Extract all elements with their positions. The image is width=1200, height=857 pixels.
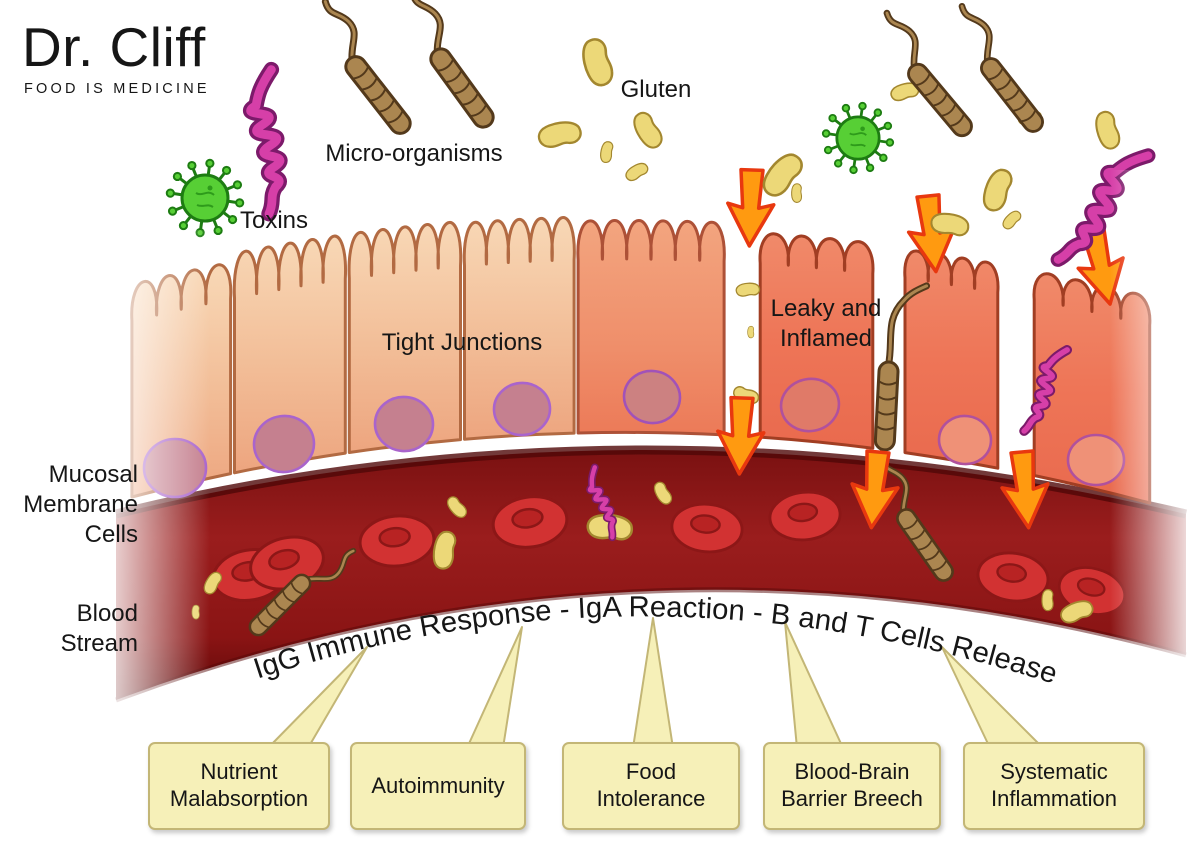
gluten-particle <box>535 118 584 151</box>
outcome-box-food-intolerance: Food Intolerance <box>562 742 740 830</box>
outcome-box-blood-brain-barrier: Blood-Brain Barrier Breech <box>763 742 941 830</box>
toxins-label: Toxins <box>240 207 308 234</box>
blood-stream-label-line2: Stream <box>61 630 138 657</box>
callout-pointer <box>632 617 674 749</box>
outcome-box-systematic-inflammation: Systematic Inflammation <box>963 742 1145 830</box>
leaky-gap-contents <box>730 281 1068 452</box>
toxin-spiral <box>233 70 307 214</box>
outcome-label: Nutrient Malabsorption <box>169 759 309 811</box>
mucosal-label-line1: Mucosal <box>49 461 138 488</box>
micro-organisms-label: Micro-organisms <box>325 140 502 167</box>
outcome-label: Food Intolerance <box>596 759 706 811</box>
gluten-particle <box>598 140 615 164</box>
gluten-particle <box>999 207 1024 232</box>
mucosal-cell <box>462 216 576 441</box>
gluten-particle <box>1041 589 1054 612</box>
leaky-inflamed-label-line2: Inflamed <box>780 325 872 352</box>
gluten-particle <box>735 281 761 298</box>
mucosal-label-line3: Cells <box>85 521 138 548</box>
cell-nucleus <box>622 369 682 425</box>
outcome-label: Autoimmunity <box>371 772 505 798</box>
gluten-particle <box>577 35 617 90</box>
cell-nucleus <box>492 381 552 437</box>
cell-nucleus <box>373 395 435 453</box>
gluten-particle <box>791 183 803 203</box>
micro-organism <box>868 9 984 139</box>
micro-organism <box>392 0 507 131</box>
logo-tagline: FOOD IS MEDICINE <box>24 81 210 97</box>
mucosal-cell <box>347 221 463 454</box>
virus-toxin <box>165 158 245 238</box>
gluten-particle <box>978 165 1016 215</box>
gluten-particle <box>747 325 755 339</box>
gluten-particle <box>622 159 651 184</box>
mucosal-label-line2: Membrane <box>23 491 138 518</box>
gluten-label: Gluten <box>621 76 692 103</box>
cell-nucleus <box>937 414 993 466</box>
left-edge-fade <box>90 230 210 740</box>
blood-stream-label-line1: Blood <box>77 600 138 627</box>
mucosal-cell <box>232 234 347 475</box>
gluten-particle <box>628 108 667 153</box>
callout-pointer <box>466 626 523 749</box>
logo-title: Dr. Cliff <box>22 16 206 78</box>
micro-organism <box>873 282 931 452</box>
outcome-label: Systematic Inflammation <box>991 759 1117 811</box>
virus-toxin <box>821 101 895 175</box>
cell-nucleus <box>779 377 841 433</box>
right-edge-fade <box>1110 170 1200 720</box>
callout-pointer <box>784 621 844 749</box>
outcome-box-autoimmunity: Autoimmunity <box>350 742 526 830</box>
outcome-label: Blood-Brain Barrier Breech <box>781 759 923 811</box>
micro-organism <box>305 0 424 137</box>
outcome-box-nutrient-malabsorption: Nutrient Malabsorption <box>148 742 330 830</box>
tight-junctions-label: Tight Junctions <box>382 329 543 356</box>
mucosal-cell <box>903 249 1000 470</box>
gluten-particle <box>1091 108 1123 152</box>
leaky-inflamed-label-line1: Leaky and <box>771 295 882 322</box>
mucosal-cell <box>576 219 726 437</box>
floating-particles <box>165 0 1148 276</box>
cell-nucleus <box>252 414 316 474</box>
